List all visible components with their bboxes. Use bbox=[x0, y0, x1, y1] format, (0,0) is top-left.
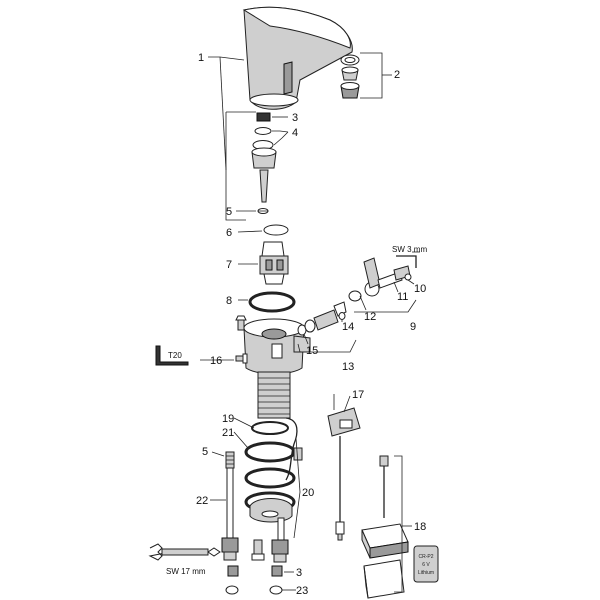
callout-7: 7 bbox=[226, 259, 232, 271]
torx-label: T20 bbox=[168, 351, 182, 360]
callout-18: 18 bbox=[414, 521, 426, 533]
wrench-label: SW 17 mm bbox=[166, 567, 206, 576]
callout-8: 8 bbox=[226, 295, 232, 307]
battery-box bbox=[361, 455, 412, 599]
valve-cartridge bbox=[259, 241, 289, 285]
callout-12: 12 bbox=[364, 311, 376, 323]
hex-key-label: SW 3 mm bbox=[392, 245, 427, 254]
sensor-cable bbox=[285, 417, 298, 481]
base-housing bbox=[243, 318, 311, 419]
wrench-sw17 bbox=[148, 543, 221, 561]
callout-15: 15 bbox=[306, 345, 318, 357]
spout-body bbox=[242, 6, 353, 110]
torx-key-t20 bbox=[155, 345, 189, 366]
callout-2: 2 bbox=[394, 69, 400, 81]
callout-16: 16 bbox=[210, 355, 222, 367]
flex-hose-left bbox=[221, 451, 239, 561]
battery-text-line-2: 6 V bbox=[422, 562, 430, 568]
callout-6: 6 bbox=[226, 227, 232, 239]
o-ring-6 bbox=[263, 224, 289, 236]
callout-5: 5 bbox=[226, 206, 232, 218]
control-module bbox=[327, 394, 361, 541]
battery-text-line-1: CR-P2 bbox=[418, 554, 433, 560]
leader-lines bbox=[200, 56, 420, 591]
callout-1: 1 bbox=[198, 52, 204, 64]
flex-hose-right bbox=[271, 517, 289, 563]
seal-ring-8 bbox=[248, 291, 296, 313]
callout-19: 19 bbox=[222, 413, 234, 425]
mixing-valve-parts bbox=[297, 255, 417, 353]
callout-23: 23 bbox=[296, 585, 308, 597]
callout-21: 21 bbox=[222, 427, 234, 439]
callout-17: 17 bbox=[352, 389, 364, 401]
set-screw bbox=[235, 315, 247, 331]
battery-cr-p2: CR-P2 6 V Lithium bbox=[413, 545, 439, 583]
callout-3: 3 bbox=[292, 112, 298, 124]
battery-text-line-3: Lithium bbox=[418, 570, 434, 576]
callout-11: 11 bbox=[397, 291, 408, 303]
callout-14: 14 bbox=[342, 321, 354, 333]
cable-connector bbox=[293, 447, 303, 461]
aerator-parts bbox=[340, 52, 392, 99]
threaded-shank bbox=[257, 371, 291, 419]
pipe-fittings bbox=[251, 539, 265, 561]
callout-20: 20 bbox=[302, 487, 314, 499]
callout-9: 9 bbox=[410, 321, 416, 333]
stem-assembly bbox=[251, 112, 277, 214]
callout-5-lower: 5 bbox=[202, 446, 208, 458]
callout-13: 13 bbox=[342, 361, 354, 373]
callout-10: 10 bbox=[414, 283, 426, 295]
callout-3-lower: 3 bbox=[296, 567, 302, 579]
bottom-fittings bbox=[225, 565, 283, 595]
callout-4: 4 bbox=[292, 127, 298, 139]
mounting-rings bbox=[244, 421, 296, 523]
screw-16 bbox=[235, 353, 248, 364]
callout-labels: 1 2 3 4 5 6 7 8 9 10 11 12 13 14 15 16 1… bbox=[166, 52, 427, 597]
callout-22: 22 bbox=[196, 495, 208, 507]
